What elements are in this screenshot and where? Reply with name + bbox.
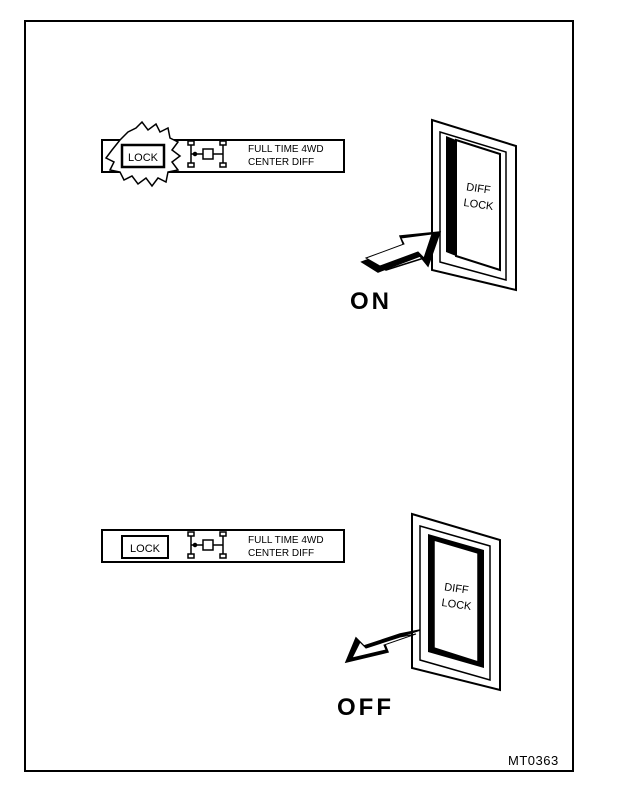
pull-arrow-icon xyxy=(344,629,421,664)
lock-lamp-on xyxy=(120,143,166,169)
figure-code: MT0363 xyxy=(508,753,559,768)
off-switch: DIFF LOCK xyxy=(411,512,501,692)
on-switch: DIFF LOCK xyxy=(431,118,517,292)
lock-lamp-text-off: LOCK xyxy=(130,543,161,555)
off-indicator-panel: LOCK FULL TIME 4WD CENTER DIFF xyxy=(101,529,345,563)
indicator-line1-on: FULL TIME 4WD xyxy=(248,144,324,155)
indicator-line1-off: FULL TIME 4WD xyxy=(248,535,324,546)
switch-text-line1-off: DIFF xyxy=(443,581,469,596)
switch-text-line1-on: DIFF xyxy=(465,181,491,196)
off-label: OFF xyxy=(337,694,394,721)
drivetrain-icon xyxy=(187,140,227,168)
lock-lamp-text-on: LOCK xyxy=(128,152,159,164)
on-label: ON xyxy=(350,288,392,315)
switch-text-line2-on: LOCK xyxy=(463,197,495,213)
on-indicator-panel: LOCK FULL TIME 4WD CENTER DIFF xyxy=(101,120,345,188)
indicator-line2-on: CENTER DIFF xyxy=(248,157,314,168)
figure-frame xyxy=(24,20,574,772)
switch-text-line2-off: LOCK xyxy=(441,597,473,613)
push-arrow-icon xyxy=(360,231,442,273)
drivetrain-icon xyxy=(187,531,227,559)
lock-lamp-off xyxy=(121,535,169,559)
indicator-line2-off: CENTER DIFF xyxy=(248,548,314,559)
